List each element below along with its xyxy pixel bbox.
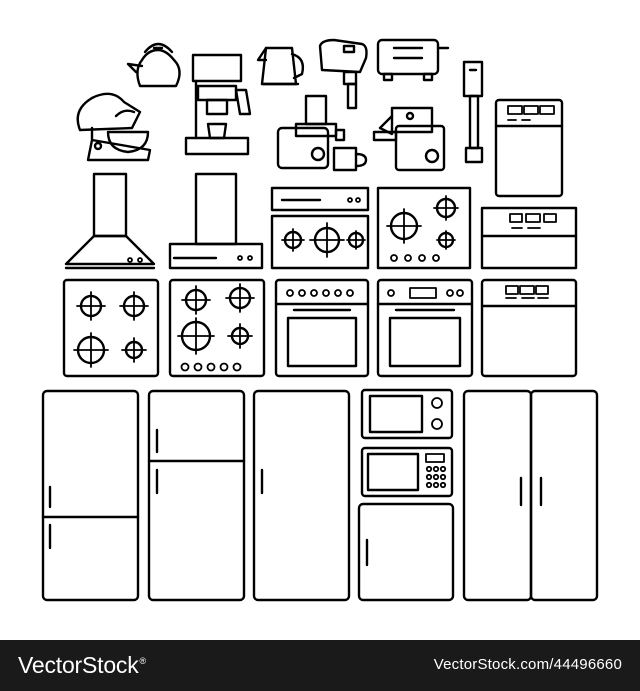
juicer-icon [278,96,344,168]
electric-oven-icon [276,280,368,376]
dishwasher-icon [482,280,576,376]
gas-oven-icon [378,280,472,376]
dishwasher-icon [482,208,576,268]
gas-hob-mixed-icon [170,280,264,376]
gas-hob-square-icon [64,280,158,376]
hand-mixer-icon [320,40,367,108]
stand-mixer-icon [78,94,150,160]
oven-panel-icon [378,188,470,268]
fridge-two-door-icon [43,391,138,600]
image-id: VectorStock.com/44496660 [433,656,622,673]
brand-logo: VectorStock® [18,652,146,679]
microwave-grill-icon [362,448,452,496]
mug-icon [334,148,366,170]
dishwasher-tall-icon [496,100,562,196]
fridge-top-freezer-icon [149,391,244,600]
toaster-icon [378,40,448,80]
cabinet-icon [359,504,453,600]
kitchen-appliances-illustration [0,0,640,640]
meat-grinder-icon [374,108,444,170]
fridge-single-icon [254,391,349,600]
gas-hob-panel-icon [272,216,368,268]
watermark-footer: VectorStock® VectorStock.com/44496660 [0,640,640,691]
electric-kettle-icon [258,48,303,84]
cooktop-panel-icon [272,188,368,210]
brand-name: VectorStock [18,652,139,678]
kettle-icon [128,44,180,86]
range-hood-chimney-icon [66,174,154,268]
microwave-icon [362,390,452,438]
registered-mark: ® [139,656,147,667]
side-by-side-fridge-icon [464,391,597,600]
coffee-machine-icon [186,55,250,154]
range-hood-slim-icon [170,174,262,268]
immersion-blender-icon [464,62,482,162]
